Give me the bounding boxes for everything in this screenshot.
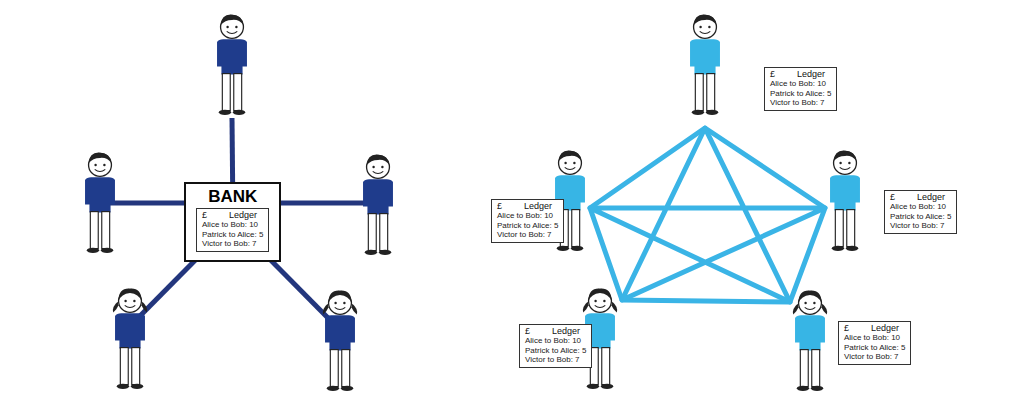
bank-customers	[85, 15, 393, 391]
ledger-title: Ledger	[552, 326, 580, 336]
ledger-entry: Victor to Bob: 7	[890, 221, 951, 231]
ledger-entry: Alice to Bob: 10	[770, 79, 831, 89]
ledger-title: Ledger	[871, 323, 899, 333]
network-pentagon	[590, 128, 825, 302]
bank-title: BANK	[196, 187, 269, 206]
ledger-entry: Alice to Bob: 10	[525, 336, 586, 346]
network-pentagram	[590, 128, 825, 302]
ledger-title: Ledger	[524, 201, 552, 211]
peer-network	[590, 128, 825, 302]
ledger-header: £ Ledger	[770, 69, 831, 79]
ledger-box: £ LedgerAlice to Bob: 10Patrick to Alice:…	[491, 199, 564, 243]
person-figure	[363, 155, 393, 255]
currency-symbol: £	[844, 323, 849, 333]
ledger-entry: Victor to Bob: 7	[770, 98, 831, 108]
ledger-entry: Victor to Bob: 7	[497, 230, 558, 240]
currency-symbol: £	[202, 210, 207, 220]
person-figure	[323, 291, 357, 391]
bank-box: BANK £ LedgerAlice to Bob: 10Patrick to Al…	[184, 182, 281, 262]
ledger-title: Ledger	[917, 192, 945, 202]
person-figure	[113, 289, 147, 389]
ledger-box: £ LedgerAlice to Bob: 10Patrick to Alice:…	[884, 190, 957, 234]
person-figure	[830, 151, 860, 251]
currency-symbol: £	[770, 69, 775, 79]
ledger-title: Ledger	[797, 69, 825, 79]
person-figure	[690, 15, 720, 115]
person-figure	[793, 291, 827, 391]
ledger-entry: Patrick to Alice: 5	[202, 230, 263, 240]
ledger-box: £ LedgerAlice to Bob: 10Patrick to Alice:…	[838, 321, 911, 365]
ledger-entry: Alice to Bob: 10	[202, 220, 263, 230]
ledger-entry: Patrick to Alice: 5	[525, 346, 586, 356]
ledger-entry: Patrick to Alice: 5	[844, 343, 905, 353]
ledger-entry: Alice to Bob: 10	[890, 202, 951, 212]
ledger-header: £ Ledger	[844, 323, 905, 333]
ledger-box: £ LedgerAlice to Bob: 10Patrick to Alice:…	[196, 208, 269, 252]
bank-links	[100, 118, 376, 320]
ledger-header: £ Ledger	[497, 201, 558, 211]
ledger-entry: Victor to Bob: 7	[525, 355, 586, 365]
ledger-header: £ Ledger	[525, 326, 586, 336]
ledger-entry: Alice to Bob: 10	[844, 333, 905, 343]
currency-symbol: £	[890, 192, 895, 202]
ledger-box: £ LedgerAlice to Bob: 10Patrick to Alice:…	[519, 324, 592, 368]
ledger-entry: Patrick to Alice: 5	[770, 89, 831, 99]
person-figure	[85, 153, 115, 253]
ledger-entry: Alice to Bob: 10	[497, 211, 558, 221]
ledger-title: Ledger	[229, 210, 257, 220]
person-figure	[217, 15, 247, 115]
ledger-entry: Victor to Bob: 7	[202, 239, 263, 249]
ledger-box: £ LedgerAlice to Bob: 10Patrick to Alice:…	[764, 67, 837, 111]
ledger-header: £ Ledger	[890, 192, 951, 202]
currency-symbol: £	[497, 201, 502, 211]
ledger-entry: Patrick to Alice: 5	[497, 221, 558, 231]
ledger-entry: Victor to Bob: 7	[844, 352, 905, 362]
peers	[555, 15, 860, 391]
ledger-header: £ Ledger	[202, 210, 263, 220]
currency-symbol: £	[525, 326, 530, 336]
ledger-entry: Patrick to Alice: 5	[890, 212, 951, 222]
